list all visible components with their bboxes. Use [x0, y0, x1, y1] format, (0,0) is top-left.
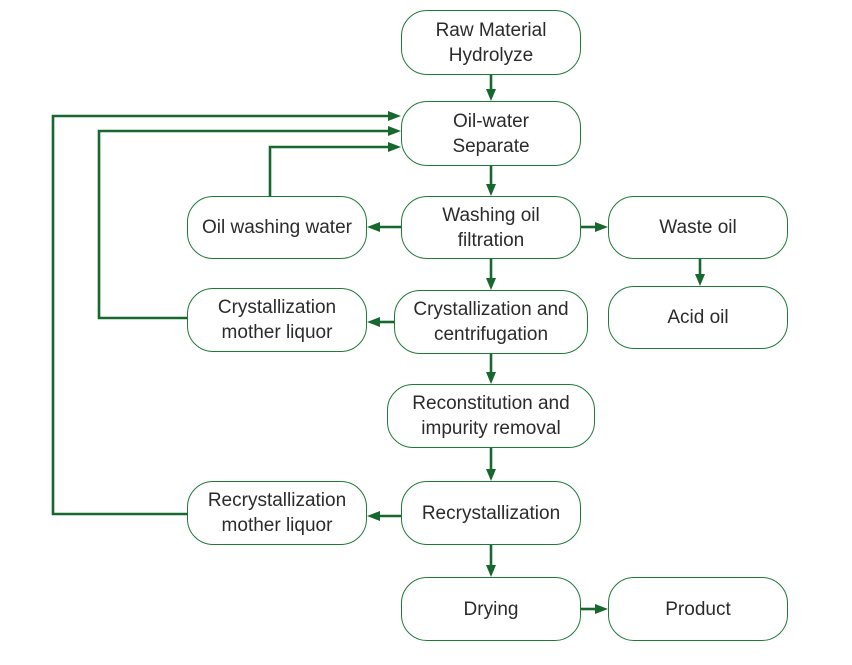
arrowhead	[388, 126, 401, 136]
node-oil-water-separate: Oil-water Separate	[401, 101, 581, 166]
arrowhead	[367, 317, 380, 327]
node-waste-oil: Waste oil	[608, 196, 788, 259]
feedback-recrystml-to-oilwater	[51, 114, 390, 516]
node-reconstitution-impurity-removal: Reconstitution and impurity removal	[387, 384, 595, 448]
arrowhead	[486, 278, 496, 290]
node-recrystallization-mother-liquor: Recrystallization mother liquor	[187, 481, 367, 545]
arrowhead	[367, 222, 380, 232]
node-oil-washing-water: Oil washing water	[187, 196, 367, 259]
arrowhead	[388, 111, 401, 121]
node-raw-material-hydrolyze: Raw Material Hydrolyze	[401, 10, 581, 75]
node-product: Product	[608, 577, 788, 641]
arrowhead	[486, 565, 496, 577]
arrowhead	[486, 469, 496, 481]
arrowhead	[595, 222, 608, 232]
node-crystallization-centrifugation: Crystallization and centrifugation	[394, 290, 588, 354]
arrowhead	[486, 184, 496, 196]
node-crystallization-mother-liquor: Crystallization mother liquor	[187, 288, 367, 352]
arrowhead	[388, 142, 401, 152]
node-washing-oil-filtration: Washing oil filtration	[401, 196, 581, 259]
feedback-crystml-to-oilwater	[97, 129, 390, 320]
arrowhead	[486, 372, 496, 384]
arrowhead	[367, 511, 380, 521]
arrowhead	[595, 604, 608, 614]
node-recrystallization: Recrystallization	[401, 481, 581, 545]
arrowhead	[695, 274, 705, 286]
node-drying: Drying	[401, 577, 581, 641]
feedback-oilwashwater-to-oilwater	[268, 145, 390, 196]
node-acid-oil: Acid oil	[608, 286, 788, 349]
arrowhead	[486, 89, 496, 101]
